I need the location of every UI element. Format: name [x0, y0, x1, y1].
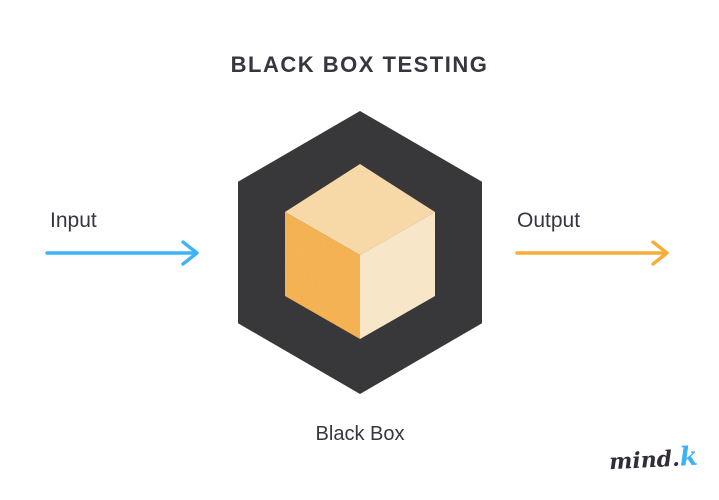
- input-arrow-icon: [45, 240, 199, 266]
- output-arrow-shape: [515, 240, 669, 266]
- input-arrow-shape: [45, 240, 199, 266]
- output-arrow-icon: [515, 240, 669, 266]
- black-box-caption: Black Box: [315, 423, 405, 445]
- mindk-logo: mind.k: [609, 442, 699, 477]
- page-title: BLACK BOX TESTING: [230, 52, 489, 77]
- input-label: Input: [50, 209, 97, 232]
- logo-accent-letter: k: [679, 441, 699, 473]
- cube-grain-texture: [285, 164, 435, 339]
- logo-text: mind.: [608, 445, 681, 476]
- black-box-graphic: [238, 111, 482, 394]
- cube-icon: [285, 164, 435, 339]
- output-label: Output: [517, 209, 581, 232]
